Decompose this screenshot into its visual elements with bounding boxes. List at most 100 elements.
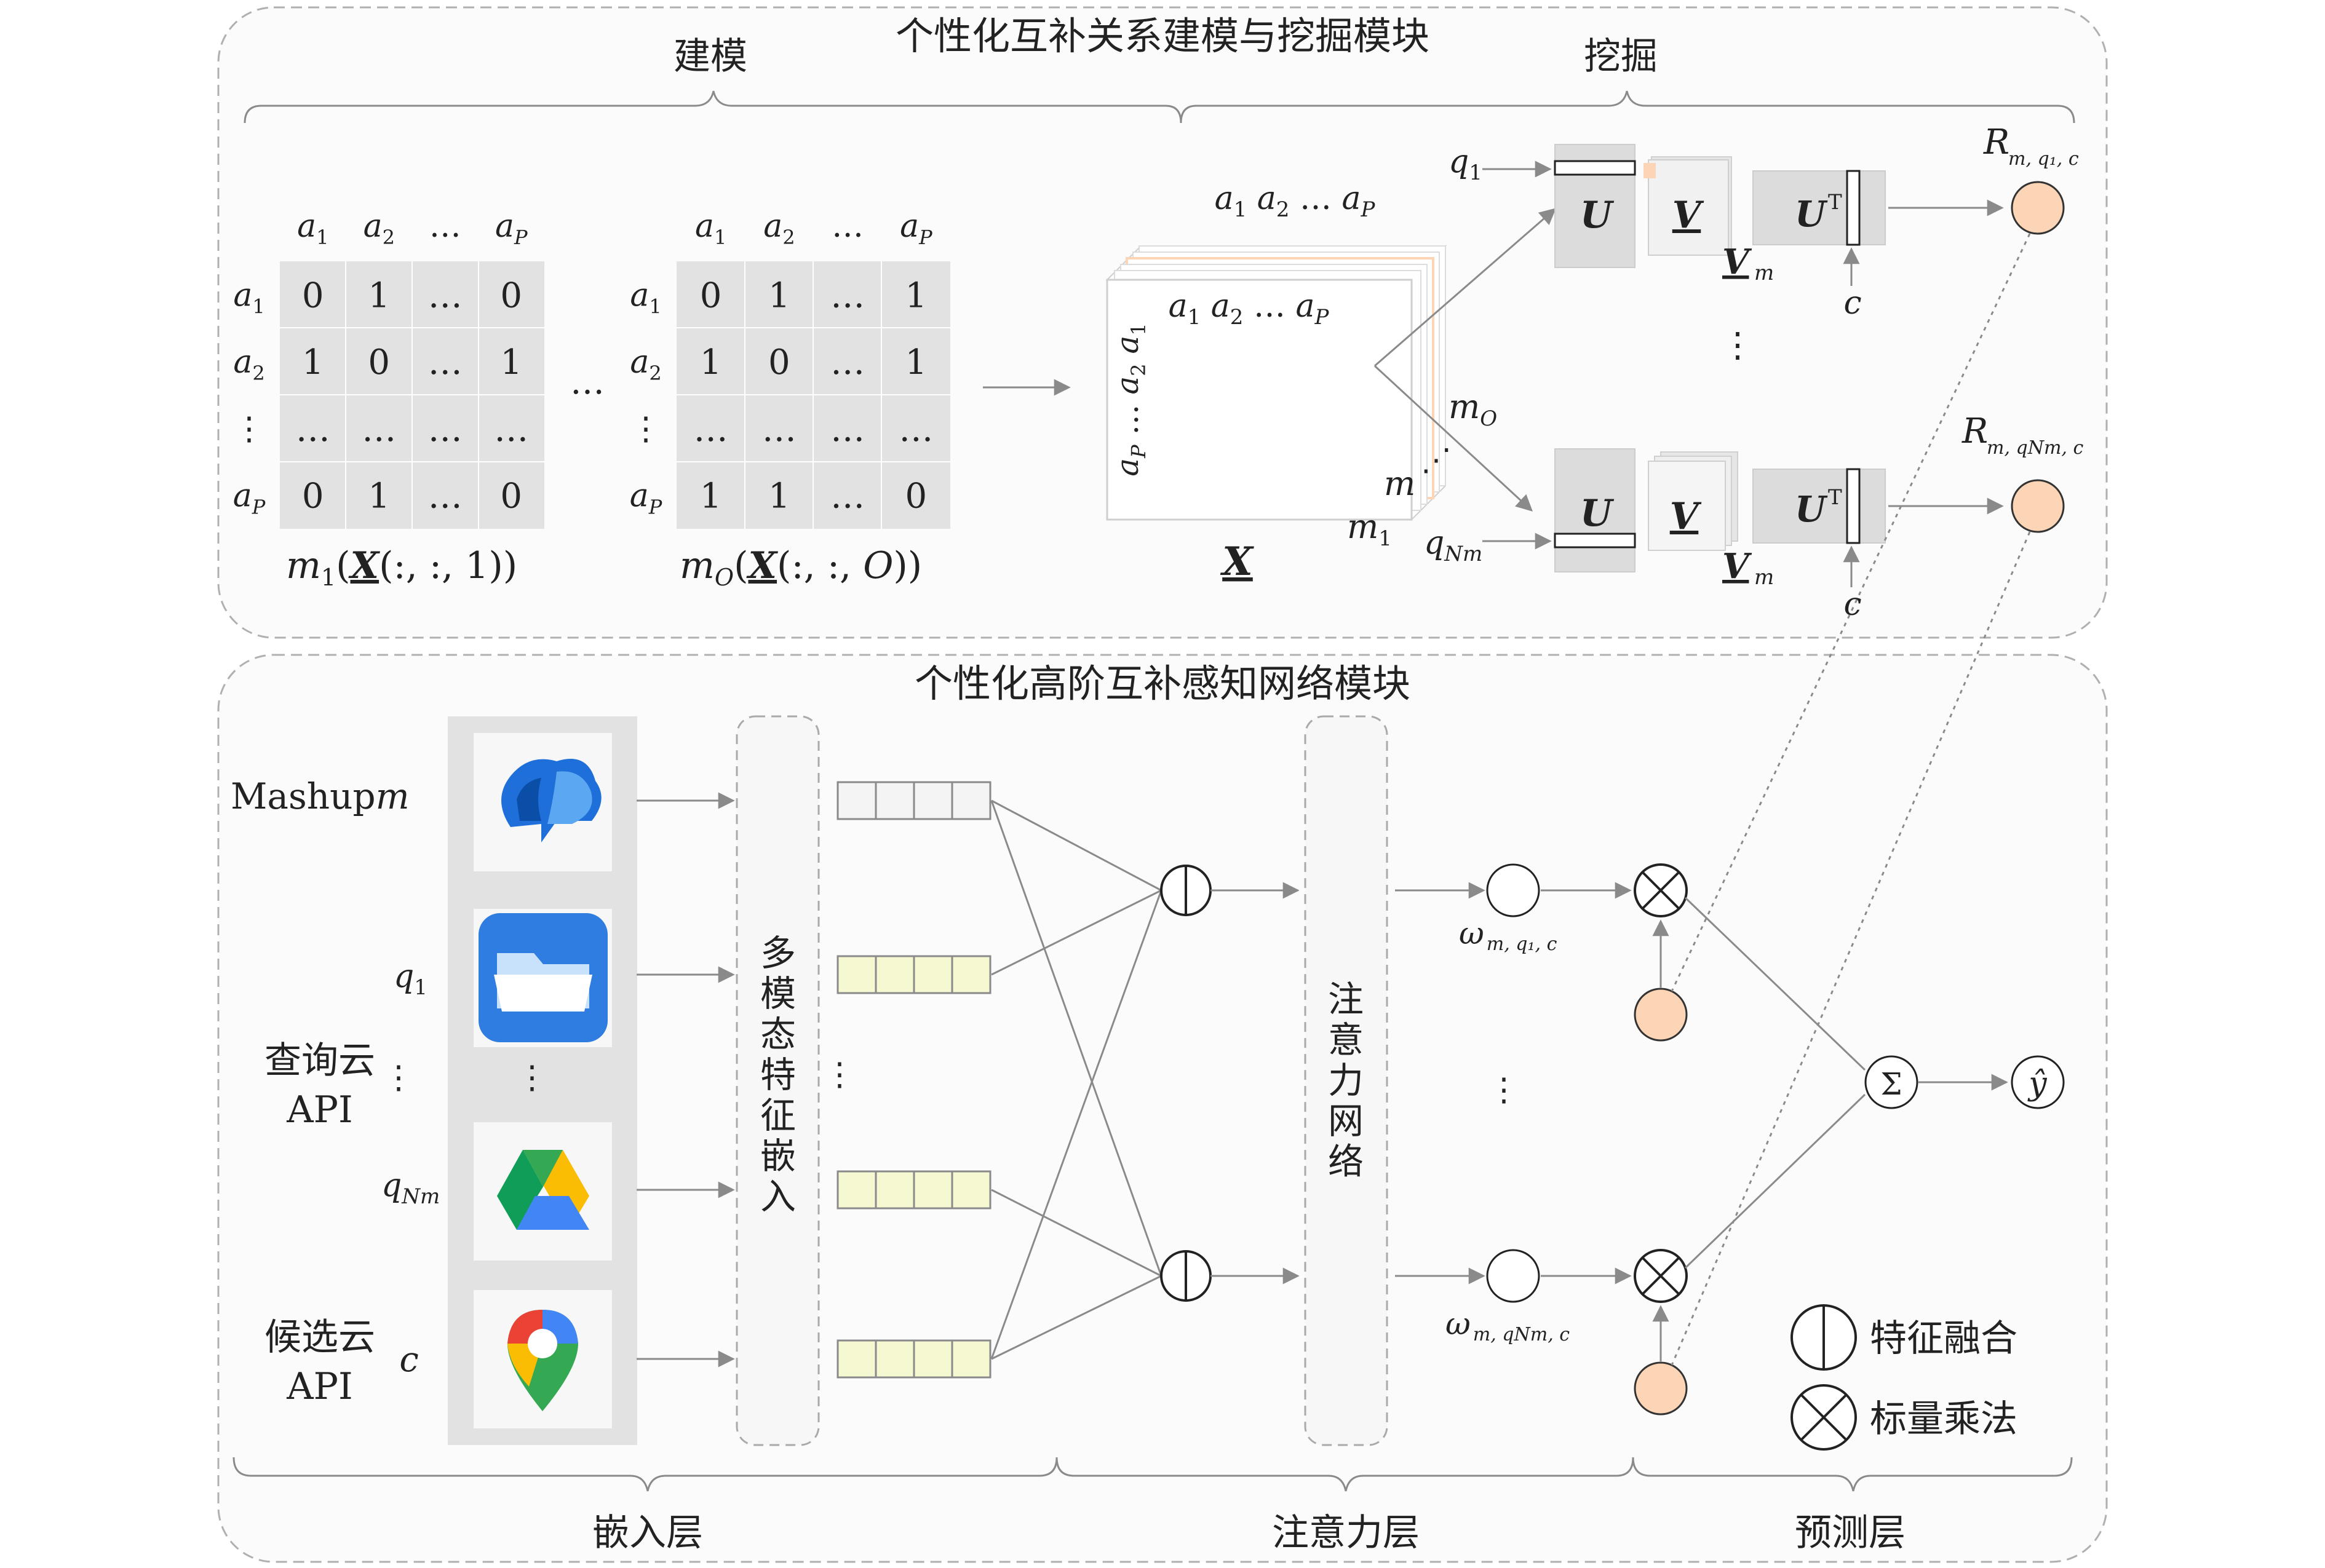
matrix-cell: … — [899, 410, 933, 449]
attention-layer-brace — [1055, 1457, 1634, 1492]
matrix-cell: … — [494, 410, 528, 449]
matrix-col-header: aP — [900, 208, 932, 249]
matrix-row-header: a1 — [233, 277, 264, 318]
vector-cell — [875, 781, 915, 820]
vertical-char: 多 — [760, 932, 796, 974]
vertical-char: 嵌 — [760, 1135, 796, 1177]
svg-text:V: V — [1672, 194, 1704, 237]
maps-pin-icon — [507, 1310, 578, 1411]
query-qNm-label: qNm — [381, 1167, 440, 1209]
query-api-label-2: API — [286, 1088, 352, 1131]
candidate-c-label: c — [399, 1340, 418, 1380]
matrix-cell: 1 — [768, 275, 790, 315]
matrix-ellipsis: … — [570, 362, 605, 402]
svg-text:V: V — [1722, 546, 1752, 587]
tensor-label: X — [1220, 539, 1254, 585]
vertical-char: 注 — [1328, 978, 1364, 1020]
fusion-node-bottom — [1160, 1250, 1212, 1302]
vertical-char: 意 — [1328, 1019, 1364, 1061]
svg-text:R: R — [1961, 411, 1988, 451]
matrix-cell: … — [830, 477, 865, 517]
modeling-brace — [244, 90, 1182, 124]
legend-mult-label: 标量乘法 — [1870, 1398, 2017, 1441]
svg-text:U: U — [1580, 492, 1615, 535]
vertical-char: 模 — [760, 973, 796, 1015]
tensor-to-lower-branch — [1373, 365, 1533, 512]
prediction-layer-brace — [1632, 1457, 2073, 1492]
icon-to-embed-arrows — [637, 792, 735, 1368]
slice-label-mO: mO — [1449, 387, 1497, 431]
candidate-api-label-1: 候选云 — [264, 1316, 375, 1359]
candidate-api-label-2: API — [286, 1365, 352, 1408]
vector-cell — [913, 1170, 953, 1210]
matrix-row-header: a1 — [630, 277, 661, 318]
matrix-col-header: a2 — [364, 208, 395, 249]
modeling-label: 建模 — [674, 35, 747, 78]
svg-text:V: V — [1670, 495, 1702, 538]
mining-brace — [1180, 90, 2075, 124]
matrix-row-header: a2 — [233, 344, 264, 385]
attention-vdots: ⋮ — [1488, 1072, 1520, 1109]
svg-text:m: m — [1754, 565, 1774, 590]
svg-text:c: c — [1843, 285, 1861, 322]
vector-cell — [837, 1170, 877, 1210]
vertical-char: 态 — [760, 1013, 796, 1055]
matrix-cell: 1 — [905, 343, 928, 382]
scalar-mult-node-top — [1634, 863, 1688, 917]
slice-label-m: m — [1384, 464, 1415, 503]
svg-text:q1: q1 — [1449, 143, 1482, 185]
vector-cell — [951, 1339, 992, 1379]
cloud-chat-icon — [501, 759, 602, 842]
matrix-cell: … — [296, 410, 330, 449]
score-node-bottom — [1634, 1361, 1688, 1416]
svg-text:qNm: qNm — [1424, 525, 1482, 566]
matrix-cell: 1 — [905, 275, 928, 315]
score-node-top — [1634, 988, 1688, 1042]
matrix-col-header: … — [832, 208, 864, 245]
R-top-to-score-link — [1671, 233, 2031, 992]
matrix-cell: … — [830, 343, 865, 382]
matrix-col-header: a1 — [297, 208, 328, 249]
embedding-box — [736, 715, 820, 1446]
matrix-1-caption: m1(X(:, :, 1)) — [286, 544, 517, 591]
matrix-col-header: a2 — [763, 208, 795, 249]
svg-text:V: V — [1722, 242, 1752, 282]
matrix-cell: 0 — [500, 275, 522, 315]
top-module-title: 个性化互补关系建模与挖掘模块 — [896, 14, 1429, 58]
prediction-node: ŷ — [2011, 1055, 2065, 1109]
matrix-cell: 0 — [302, 477, 324, 517]
embed-layer-brace — [232, 1457, 1058, 1492]
matrix-cell: 0 — [905, 477, 928, 517]
vector-cell — [837, 781, 877, 820]
vertical-char: 入 — [760, 1176, 796, 1218]
vector-cell — [875, 955, 915, 994]
vertical-char: 网 — [1328, 1100, 1364, 1142]
matrix-cell: 0 — [368, 343, 390, 382]
vertical-char: 特 — [760, 1054, 796, 1096]
matrix-row-header: aP — [233, 478, 266, 519]
folder-icon — [479, 913, 608, 1042]
attention-weight-bottom — [1486, 1249, 1540, 1303]
matrix-cell: 0 — [700, 275, 722, 315]
svg-text:aP … a2 a1: aP … a2 a1 — [1110, 323, 1150, 476]
attention-weight-top — [1486, 863, 1540, 917]
vector-cell — [913, 781, 953, 820]
vertical-char: 征 — [760, 1095, 796, 1136]
matrix-cell: 1 — [302, 343, 324, 382]
matrix-cell: 1 — [368, 477, 390, 517]
vector-cell — [837, 955, 877, 994]
matrix-cell: 1 — [700, 477, 722, 517]
matrix-cell: … — [428, 410, 463, 449]
svg-text:U: U — [1580, 194, 1615, 237]
vector-cell — [951, 1170, 992, 1210]
svg-text:R: R — [1983, 122, 2009, 162]
matrix-col-header: … — [429, 208, 461, 245]
